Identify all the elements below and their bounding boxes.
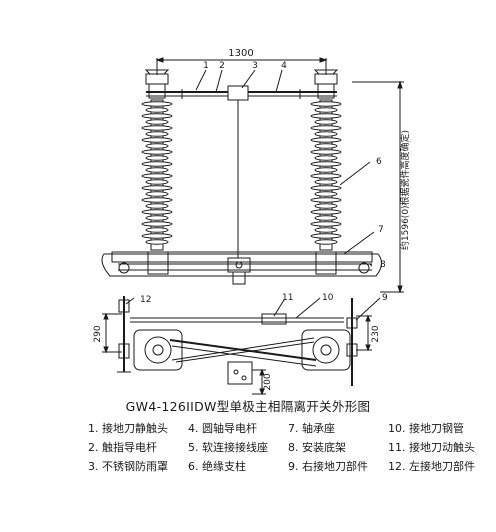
callout-10: 10 [322, 293, 334, 303]
base-frame-front [101, 251, 382, 285]
plan-view [117, 296, 358, 386]
callout-11: 11 [282, 293, 293, 303]
legend-item: 8. 安装底架 [288, 441, 346, 454]
legend-item: 11. 接地刀动触头 [388, 441, 475, 454]
dimension-230 [356, 314, 372, 352]
legend-item: 3. 不锈钢防雨罩 [88, 460, 168, 473]
legend-item: 7. 轴承座 [288, 422, 335, 435]
legend-item: 9. 右接地刀部件 [288, 460, 368, 473]
left-insulator-column [141, 99, 173, 251]
parts-legend: 1. 接地刀静触头 4. 圆轴导电杆 7. 轴承座 10. 接地刀钢管 2. 触… [88, 420, 488, 477]
legend-item: 1. 接地刀静触头 [88, 422, 168, 435]
legend-item: 4. 圆轴导电杆 [188, 422, 257, 435]
dim-1300-label: 1300 [228, 48, 253, 59]
dim-230-label: 230 [371, 325, 381, 342]
legend-item: 2. 触指导电杆 [88, 441, 157, 454]
legend-item: 10. 接地刀钢管 [388, 422, 464, 435]
callout-3: 3 [252, 61, 258, 71]
front-callout-leaders [195, 69, 375, 267]
rain-cover [227, 85, 249, 101]
legend-item: 5. 软连接接线座 [188, 441, 268, 454]
callout-9: 9 [382, 293, 388, 303]
dim-290-label: 290 [93, 325, 103, 342]
diagram-caption: GW4-126IIDW型单极主相隔离开关外形图 [125, 399, 371, 414]
dimension-200 [252, 368, 266, 396]
dimension-height [352, 80, 404, 294]
callout-8: 8 [380, 260, 386, 270]
left-contact-head [144, 69, 170, 99]
plan-callout-leaders [125, 297, 381, 321]
callout-12: 12 [140, 295, 151, 305]
dimension-290 [102, 312, 122, 354]
callout-7: 7 [378, 225, 384, 235]
conductor-bar [146, 85, 337, 101]
dim-height-label: 约1596(0)根据瓷件高度确定) [399, 130, 411, 250]
callout-4: 4 [281, 61, 287, 71]
legend-item: 6. 绝缘支柱 [188, 460, 246, 473]
legend-item: 12. 左接地刀部件 [388, 460, 475, 473]
callout-1: 1 [203, 61, 209, 71]
disconnector-drawing: 1300 约1596(0)根据瓷件高度确定) [93, 48, 411, 396]
dimension-top-width [155, 57, 328, 75]
dim-200-label: 200 [263, 373, 273, 390]
right-contact-head [313, 69, 339, 99]
right-insulator-column [310, 99, 342, 251]
callout-2: 2 [219, 61, 225, 71]
callout-6: 6 [376, 157, 382, 167]
